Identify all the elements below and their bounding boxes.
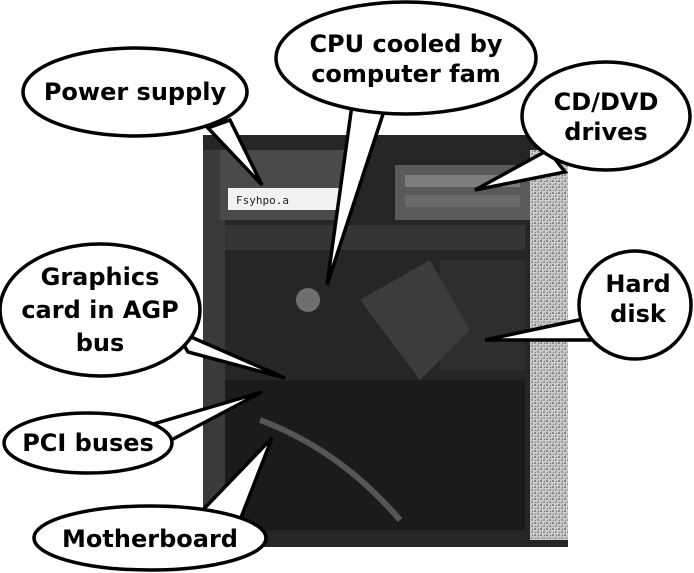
computer-case-photo: Fsyhpo.a bbox=[203, 135, 568, 550]
callout-label: Power supply bbox=[44, 78, 227, 106]
callout-bubble bbox=[32, 504, 268, 572]
drive-slot bbox=[405, 195, 520, 207]
callout-label: CD/DVD bbox=[554, 88, 659, 116]
callout-bubble bbox=[577, 249, 693, 361]
ribbon-cable bbox=[258, 417, 403, 522]
callout-label: card in AGP bbox=[21, 296, 178, 324]
callout-bubble bbox=[520, 60, 692, 172]
callout-bubble bbox=[21, 46, 249, 138]
callout-bubble bbox=[274, 0, 538, 116]
callout-bubble bbox=[2, 411, 174, 475]
callout-power-supply: Power supply bbox=[21, 46, 264, 187]
callout-label: Motherboard bbox=[62, 525, 238, 553]
callout-label: CPU cooled by bbox=[309, 30, 502, 58]
callout-label: Graphics bbox=[41, 263, 160, 291]
callout-cpu: CPU cooled by computer fam bbox=[274, 0, 538, 286]
callout-label: Hard bbox=[605, 270, 670, 298]
callout-label: PCI buses bbox=[22, 429, 154, 457]
callout-label: computer fam bbox=[311, 60, 501, 88]
case-shelf bbox=[225, 225, 525, 250]
cpu-fan bbox=[296, 288, 320, 312]
cables bbox=[360, 260, 470, 380]
power-supply-strip-text: Fsyhpo.a bbox=[236, 194, 289, 207]
callout-graphics-card: Graphics card in AGP bus bbox=[0, 242, 286, 380]
callout-label: drives bbox=[564, 118, 647, 146]
callout-bubble bbox=[0, 242, 202, 378]
callout-label: bus bbox=[76, 329, 125, 357]
callout-motherboard: Motherboard bbox=[32, 436, 274, 572]
power-supply-strip bbox=[228, 188, 340, 210]
callout-pointer bbox=[204, 117, 264, 187]
case-side-panel bbox=[530, 150, 568, 540]
motherboard-area bbox=[225, 380, 525, 530]
callout-cd-dvd: CD/DVD drives bbox=[474, 60, 692, 192]
callout-label: disk bbox=[610, 300, 667, 328]
callout-hard-disk: Hard disk bbox=[484, 249, 693, 361]
callout-pci-buses: PCI buses bbox=[2, 390, 263, 475]
